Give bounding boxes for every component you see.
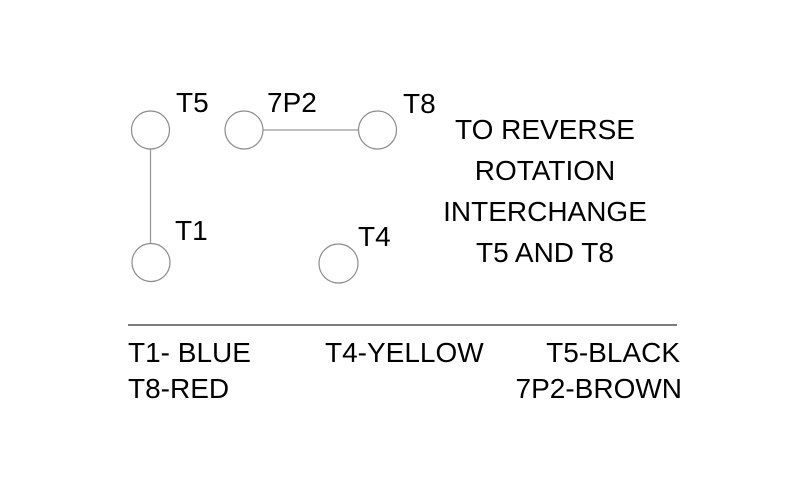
legend-item-t5-black: T5-BLACK	[546, 337, 680, 368]
note-line-1: TO REVERSE	[455, 114, 635, 145]
note-line-3: INTERCHANGE	[443, 196, 647, 227]
terminal-label-t5: T5	[176, 87, 209, 118]
note-line-2: ROTATION	[474, 155, 616, 186]
terminal-label-t1: T1	[175, 215, 208, 246]
terminal-circle-t8	[357, 110, 398, 150]
terminal-circle-t4	[318, 243, 359, 284]
reverse-rotation-note: TO REVERSE ROTATION INTERCHANGE T5 AND T…	[415, 109, 675, 273]
legend-item-7p2-brown: 7P2-BROWN	[515, 373, 682, 404]
terminal-label-t8: T8	[403, 88, 436, 119]
legend-item-t1-blue: T1- BLUE	[128, 337, 251, 368]
terminal-circle-t1	[131, 242, 171, 283]
legend-item-t4-yellow: T4-YELLOW	[325, 337, 484, 368]
terminal-circle-t5	[130, 110, 171, 150]
legend-divider	[128, 324, 677, 326]
terminal-circle-7p2	[224, 110, 264, 150]
note-line-4: T5 AND T8	[476, 237, 614, 268]
legend-item-t8-red: T8-RED	[128, 373, 230, 404]
terminal-label-t4: T4	[358, 221, 391, 252]
terminal-label-7p2: 7P2	[267, 87, 317, 118]
